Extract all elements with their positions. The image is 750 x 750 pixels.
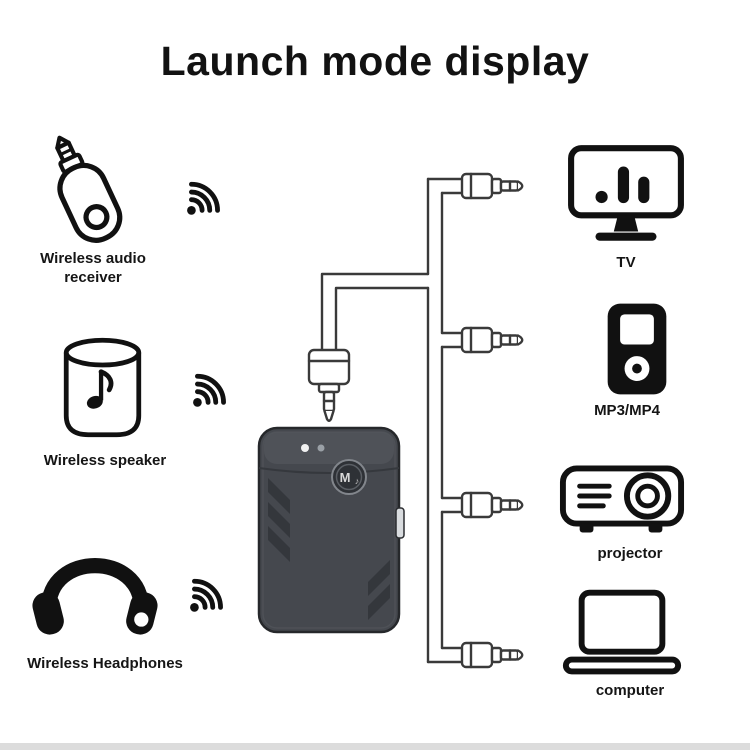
music-note-icon (86, 369, 114, 409)
chevron-pattern-left (268, 478, 290, 562)
mode-button-note-glyph: ♪ (355, 476, 360, 486)
page-title: Launch mode display (160, 38, 590, 84)
label-mp3-mp4: MP3/MP4 (594, 402, 660, 419)
mode-button-label: M (340, 470, 351, 485)
laptop-icon (562, 589, 682, 675)
projector-icon (559, 465, 685, 533)
label-computer: computer (595, 682, 665, 699)
side-power-button[interactable] (395, 507, 405, 539)
wifi-signal-icon (190, 578, 223, 612)
label-projector: projector (597, 545, 663, 562)
page-bottom-divider (0, 743, 750, 750)
wifi-signal-icon (187, 181, 220, 215)
cable-bus (426, 177, 464, 664)
chevron-pattern-right (368, 560, 390, 620)
main-cable (320, 272, 430, 354)
aux-plug-computer (460, 641, 524, 669)
label-wireless-audio-receiver: Wireless audio receiver (40, 250, 146, 286)
speaker-icon (63, 337, 142, 438)
status-led (301, 444, 325, 452)
mp3-player-icon (607, 303, 667, 395)
aux-plug-main (307, 348, 351, 422)
aux-plug-projector (460, 491, 524, 519)
label-tv: TV (616, 254, 636, 271)
tv-icon (568, 145, 684, 241)
aux-plug-tv (460, 172, 524, 200)
wifi-signal-icon (193, 373, 226, 407)
bluetooth-adapter-device: M ♪ (257, 426, 405, 634)
mode-button[interactable]: M ♪ (331, 459, 367, 495)
audio-receiver-icon (55, 135, 123, 243)
label-wireless-headphones: Wireless Headphones (27, 655, 183, 672)
aux-plug-mp3 (460, 326, 524, 354)
label-wireless-speaker: Wireless speaker (43, 452, 167, 469)
headphones-icon (32, 558, 158, 635)
